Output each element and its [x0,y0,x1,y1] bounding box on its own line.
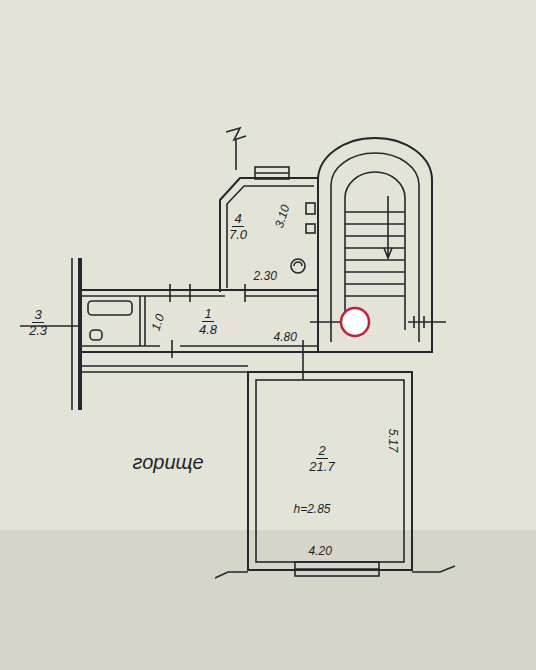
dimension: 5.17 [386,428,399,451]
room-number: 3 [32,307,43,323]
area-name: горище [133,451,204,474]
stair-wall [318,138,432,352]
fixture [306,203,315,214]
window [295,562,379,576]
dimension: 3.10 [272,203,292,229]
room-number: 2 [316,443,327,459]
stair-flight [345,172,405,330]
wall [228,571,440,573]
room: 32.3 [27,307,49,338]
bathtub [88,301,132,315]
stove [291,259,305,273]
wall [82,345,318,347]
room-area: 4.8 [197,322,219,337]
dimension: 4.80 [274,331,297,344]
stair-step [345,295,405,297]
room-number: 4 [232,211,243,227]
stair-step [345,283,405,285]
wall [82,295,318,297]
stair-step [345,211,405,213]
wall [235,140,237,170]
stair-step [345,247,405,249]
wall [78,258,82,410]
dimension: 2.30 [254,270,277,283]
dimension: 1.0 [149,312,167,332]
wall [227,186,314,288]
fixture [306,224,315,233]
stove [294,262,302,266]
window [295,568,379,570]
room: 47.0 [227,211,249,242]
wall [82,366,248,372]
break-mark [215,566,455,578]
wall [140,296,145,346]
room-area: 2.3 [27,323,49,338]
room-number: 1 [202,306,213,322]
window [255,167,289,179]
stair-step [345,271,405,273]
room-area: 21.7 [307,459,336,474]
toilet [90,330,102,340]
dimension: 4.20 [309,545,332,558]
stair-step [345,223,405,225]
wall [82,351,318,353]
room: 221.7 [307,443,336,474]
wall [71,258,73,410]
window [255,172,289,174]
room: 14.8 [197,306,219,337]
dimension: h=2.85 [294,503,331,516]
stair-steps [345,212,405,296]
stair-wall [331,153,419,342]
stamp-mark [341,308,369,336]
wall [82,289,318,291]
break-mark [226,128,246,140]
wall [248,372,412,570]
wall [220,178,318,292]
room-area: 7.0 [227,227,249,242]
stair-arrow [384,196,392,258]
wall [256,380,404,562]
door [310,316,446,328]
stair-step [345,259,405,261]
stair-step [345,235,405,237]
